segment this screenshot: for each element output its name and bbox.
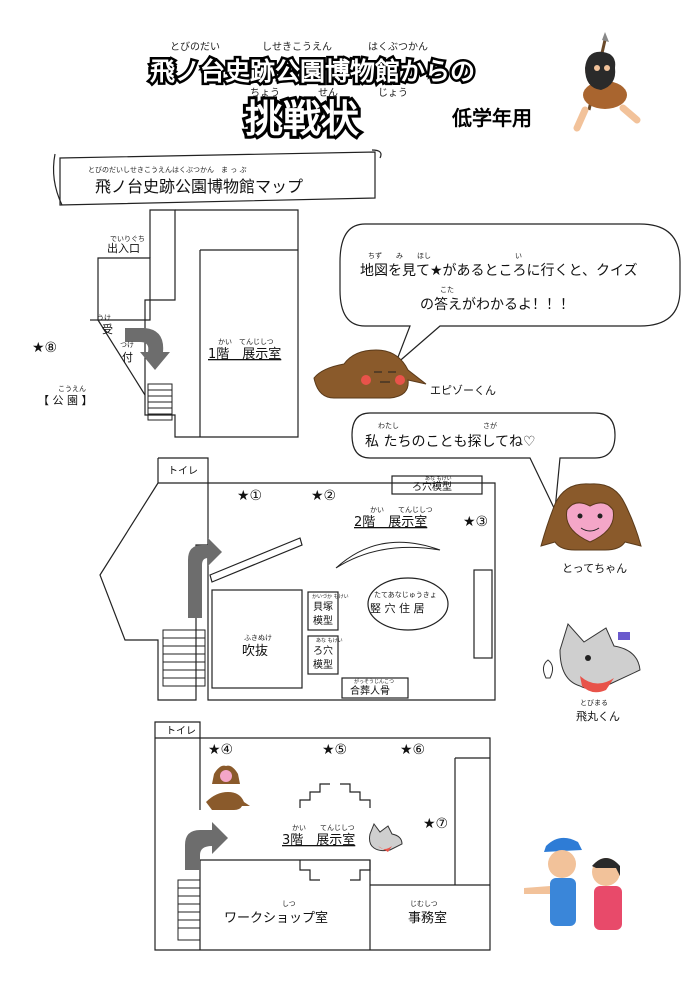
tobimaru-ruby: とびまる bbox=[580, 699, 608, 707]
title-ruby-3: はくぶつかん bbox=[368, 41, 428, 53]
cave-model2-label-b: 模型 bbox=[313, 658, 333, 671]
entrance-label[interactable]: 出入口 bbox=[107, 241, 140, 255]
pit-dwelling-ellipse bbox=[367, 577, 449, 631]
star-4[interactable]: ★④ bbox=[208, 742, 233, 758]
cave-model-ruby: あな もけい bbox=[425, 475, 452, 482]
totte-label: とってちゃん bbox=[562, 562, 627, 575]
star-2[interactable]: ★② bbox=[311, 488, 336, 504]
floor2-toilet[interactable]: トイレ bbox=[168, 466, 198, 477]
floor1-room-ruby: かい てんじしつ bbox=[218, 338, 274, 346]
park-label: 【 公 園 】 bbox=[38, 394, 93, 407]
speech-bubble-2: わたし さが 私 たちのことも探してね♡ bbox=[351, 412, 616, 513]
star-3[interactable]: ★③ bbox=[463, 514, 488, 530]
speech1-line1: 地図を見て★があるところに行くと、クイズ bbox=[360, 263, 638, 279]
floor3-map: トイレ ★④ ★⑤ ★⑥ ★⑦ bbox=[154, 721, 491, 951]
burial-box bbox=[341, 677, 409, 699]
burial-label: 合葬人骨 bbox=[350, 684, 390, 697]
title2-ruby-3: じょう bbox=[378, 87, 408, 99]
cave-model2-ruby: あな もけい bbox=[316, 637, 343, 644]
floor1-room-label[interactable]: 1階 展示室 bbox=[208, 346, 281, 362]
title-ruby-1: とびのだい bbox=[170, 41, 220, 53]
tobimaru-wolf-icon bbox=[542, 623, 641, 693]
entrance-ruby: でいりぐち bbox=[110, 235, 145, 243]
totte-character-icon bbox=[540, 483, 642, 551]
episo-label: エピゾーくん bbox=[430, 384, 496, 397]
header: とびのだい しせきこうえん はくぶつかん 飛ノ台史跡公園博物館からの ちょう せ… bbox=[148, 32, 641, 144]
office-ruby: じむしつ bbox=[410, 900, 438, 908]
tobimaru-wolf-icon bbox=[369, 822, 403, 852]
star-5[interactable]: ★⑤ bbox=[322, 742, 347, 758]
stairs-icon bbox=[162, 629, 206, 687]
star-8[interactable]: ★⑧ bbox=[32, 340, 57, 356]
reception-ruby: うけ bbox=[97, 314, 111, 322]
page-title-line1: 飛ノ台史跡公園博物館からの bbox=[150, 57, 475, 86]
up-arrow-icon bbox=[125, 328, 170, 370]
star-7[interactable]: ★⑦ bbox=[423, 816, 448, 832]
stairs-icon bbox=[177, 879, 201, 941]
grade-label: 低学年用 bbox=[451, 106, 532, 130]
episo-character-icon bbox=[313, 349, 427, 399]
reception-label-b: 付 bbox=[122, 351, 133, 364]
workshop-label[interactable]: ワークショップ室 bbox=[224, 910, 328, 926]
children-pointing-icon bbox=[524, 837, 622, 930]
map-title: 飛ノ台史跡公園博物館マップ bbox=[95, 177, 303, 196]
pit-dwelling-ruby: たてあなじゅうきょ bbox=[374, 591, 437, 599]
stairs-icon bbox=[147, 383, 173, 421]
speech-bubble-1: ちず み ほし い 地図を見て★があるところに行くと、クイズ こた の答えがわか… bbox=[339, 223, 681, 366]
floor2-room-label[interactable]: 2階 展示室 bbox=[354, 514, 427, 530]
map-title-ruby: とびのだいしせきこうえんはくぶつかん ま っ ぷ bbox=[88, 166, 246, 174]
caveman-icon bbox=[573, 32, 641, 132]
atrium-label: 吹抜 bbox=[242, 643, 268, 659]
shell-mound-ruby: かいづか もけい bbox=[312, 593, 349, 600]
totte-character-icon bbox=[212, 765, 240, 784]
speech1-line2-ruby: こた bbox=[440, 286, 454, 294]
burial-ruby: がっそうじんこつ bbox=[354, 678, 394, 685]
title2-ruby-1: ちょう bbox=[250, 87, 280, 99]
reception-b-ruby: つけ bbox=[120, 341, 134, 349]
park-area: ★⑧ こうえん 【 公 園 】 bbox=[32, 340, 93, 407]
atrium-ruby: ふきぬけ bbox=[244, 634, 272, 642]
speech1-line2: の答えがわかるよ！！！ bbox=[420, 296, 574, 313]
floor1-map: でいりぐち 出入口 うけ 受 つけ 付 かい てんじしつ 1階 展示室 bbox=[90, 209, 299, 438]
floor3-toilet[interactable]: トイレ bbox=[166, 726, 196, 737]
map-banner: とびのだいしせきこうえんはくぶつかん ま っ ぷ 飛ノ台史跡公園博物館マップ bbox=[52, 149, 382, 206]
episo-character-icon bbox=[206, 792, 250, 810]
up-arrow-icon bbox=[188, 538, 222, 618]
park-ruby: こうえん bbox=[58, 385, 86, 393]
floor3-room-label[interactable]: 3階 展示室 bbox=[282, 832, 355, 848]
star-6[interactable]: ★⑥ bbox=[400, 742, 425, 758]
workshop-ruby: しつ bbox=[282, 900, 296, 908]
shell-mound-box bbox=[307, 591, 339, 631]
floor3-room-ruby: かい てんじしつ bbox=[292, 824, 355, 832]
atrium-box bbox=[211, 589, 303, 689]
reception-label-a: 受 bbox=[102, 323, 113, 336]
title-ruby-2: しせきこうえん bbox=[262, 41, 332, 53]
speech1-line1-ruby: ちず み ほし い bbox=[368, 251, 522, 260]
star-1[interactable]: ★① bbox=[237, 488, 262, 504]
pit-dwelling-label[interactable]: 竪 穴 住 居 bbox=[370, 601, 425, 615]
tobimaru-label: 飛丸くん bbox=[576, 710, 620, 723]
up-arrow-icon bbox=[185, 822, 228, 870]
cave-model2-label-a: ろ穴 bbox=[313, 644, 333, 657]
floor2-map: トイレ ふきぬけ 吹抜 ★① ★② ★③ あな もけい ろ穴模型 かい てんじし… bbox=[99, 457, 496, 701]
title2-ruby-2: せん bbox=[318, 87, 338, 99]
page-title-line2: 挑戦状 bbox=[245, 97, 360, 141]
speech2-ruby: わたし さが bbox=[378, 421, 497, 430]
cave-model-box bbox=[391, 475, 483, 495]
speech2-text: 私 たちのことも探してね♡ bbox=[365, 434, 536, 450]
shell-mound-label-a: 貝塚 bbox=[313, 601, 333, 613]
cave-model-label: ろ穴模型 bbox=[412, 480, 452, 493]
cave-model2-box bbox=[307, 635, 339, 675]
shell-mound-label-b: 模型 bbox=[313, 614, 333, 627]
floor2-room-ruby: かい てんじしつ bbox=[370, 506, 433, 514]
office-label[interactable]: 事務室 bbox=[408, 910, 447, 926]
